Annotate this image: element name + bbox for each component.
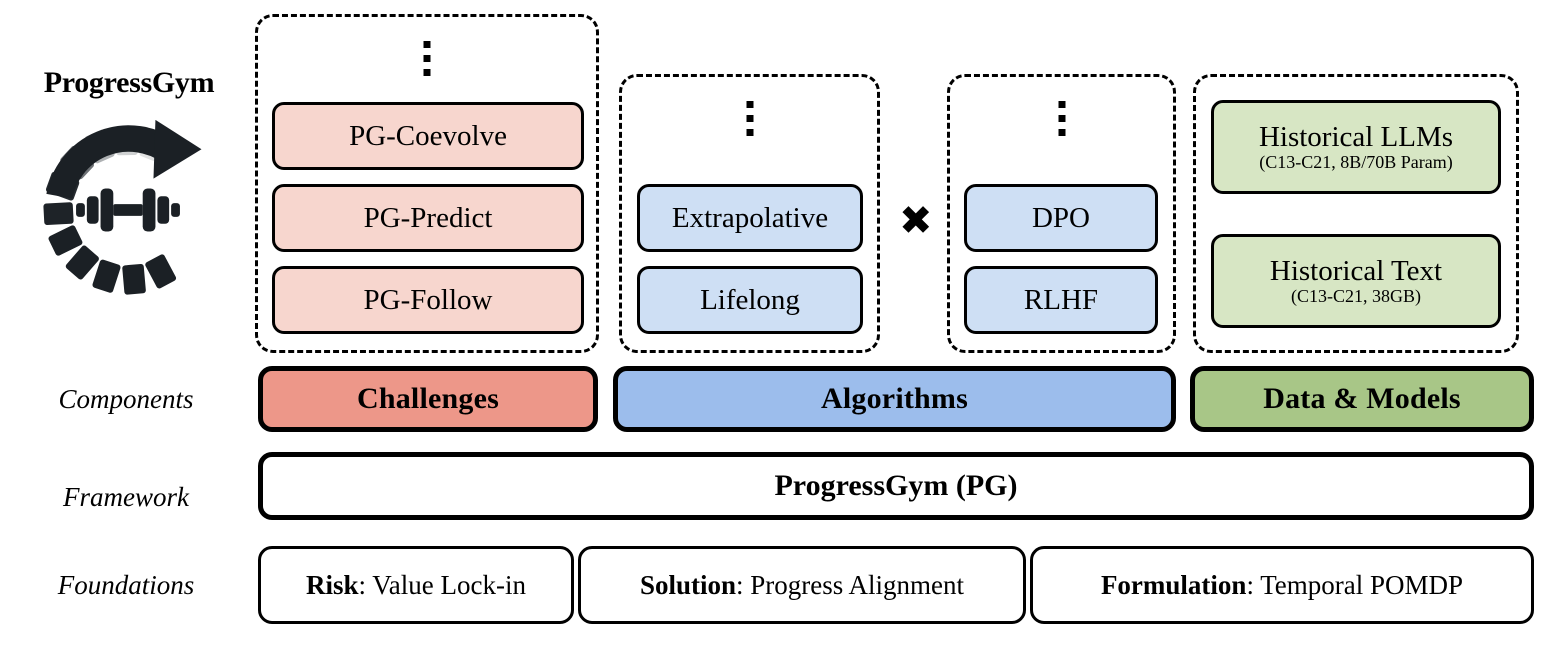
component-bar-label: Data & Models <box>1263 382 1461 415</box>
pill-dpo[interactable]: DPO <box>964 184 1158 252</box>
foundation-box-formulation[interactable]: Formulation: Temporal POMDP <box>1030 546 1534 624</box>
pill-historical-llms[interactable]: Historical LLMs (C13-C21, 8B/70B Param) <box>1211 100 1501 194</box>
vertical-ellipsis-icon <box>423 41 431 76</box>
row-label-framework: Framework <box>63 482 189 512</box>
foundation-key: Risk <box>306 569 359 600</box>
component-bar-algorithms[interactable]: Algorithms <box>613 366 1176 432</box>
pill-title: PG-Predict <box>363 201 493 234</box>
pill-rlhf[interactable]: RLHF <box>964 266 1158 334</box>
pill-subtitle: (C13-C21, 38GB) <box>1291 286 1421 307</box>
page-title: ProgressGym <box>43 66 215 99</box>
component-bar-data-models[interactable]: Data & Models <box>1190 366 1534 432</box>
pill-title: RLHF <box>1023 283 1099 316</box>
vertical-ellipsis-icon <box>1058 101 1065 136</box>
vertical-ellipsis-icon <box>746 101 753 136</box>
group-algorithm-methods <box>947 74 1176 353</box>
group-challenges <box>255 14 599 353</box>
row-label-foundations: Foundations <box>57 570 195 600</box>
pill-pg-coevolve[interactable]: PG-Coevolve <box>272 102 584 170</box>
pill-historical-text[interactable]: Historical Text (C13-C21, 38GB) <box>1211 234 1501 328</box>
group-algorithm-paradigms <box>619 74 880 353</box>
pill-title: Lifelong <box>700 283 800 316</box>
row-label-components: Components <box>58 384 194 414</box>
framework-bar[interactable]: ProgressGym (PG) <box>258 452 1534 520</box>
pill-title: Historical LLMs <box>1258 120 1454 153</box>
foundation-key: Solution <box>639 569 737 600</box>
pill-lifelong[interactable]: Lifelong <box>637 266 863 334</box>
foundation-value: : Progress Alignment <box>736 569 965 600</box>
pill-extrapolative[interactable]: Extrapolative <box>637 184 863 252</box>
foundation-value: : Temporal POMDP <box>1246 569 1464 600</box>
multiplication-cross-icon: ✖ <box>899 198 933 244</box>
component-bar-label: Algorithms <box>821 382 968 415</box>
progressgym-logo-icon <box>30 112 226 308</box>
component-bar-challenges[interactable]: Challenges <box>258 366 598 432</box>
group-data-models <box>1193 74 1519 353</box>
pill-title: PG-Follow <box>363 283 493 316</box>
pill-subtitle: (C13-C21, 8B/70B Param) <box>1259 152 1453 173</box>
framework-bar-label: ProgressGym (PG) <box>774 469 1018 502</box>
component-bar-label: Challenges <box>356 382 499 415</box>
foundation-value: : Value Lock-in <box>358 569 526 600</box>
pill-pg-predict[interactable]: PG-Predict <box>272 184 584 252</box>
foundation-box-solution[interactable]: Solution: Progress Alignment <box>578 546 1026 624</box>
pill-title: PG-Coevolve <box>349 119 507 152</box>
pill-title: DPO <box>1031 201 1090 234</box>
pill-title: Historical Text <box>1269 254 1443 287</box>
pill-pg-follow[interactable]: PG-Follow <box>272 266 584 334</box>
foundation-key: Formulation <box>1100 569 1247 600</box>
foundation-box-risk[interactable]: Risk: Value Lock-in <box>258 546 574 624</box>
pill-title: Extrapolative <box>671 201 829 234</box>
